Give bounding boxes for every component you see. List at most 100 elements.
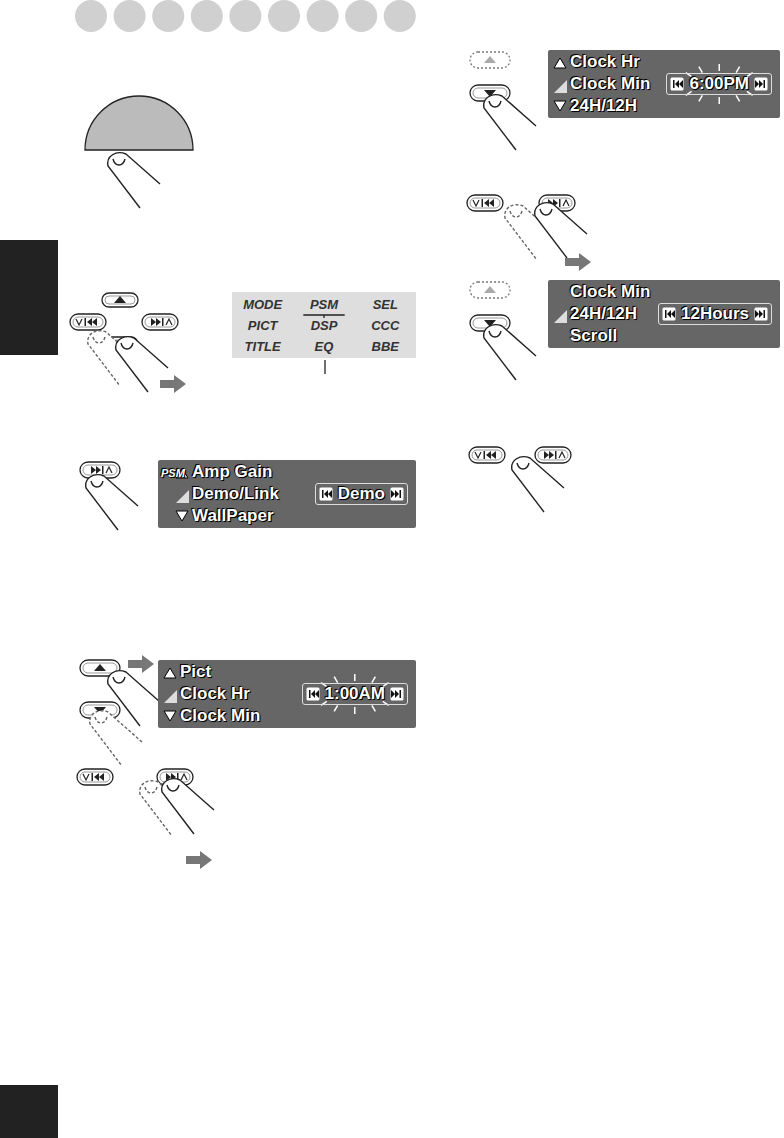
setting-value: 6:00PM	[689, 74, 749, 94]
menu-item: Demo/Link	[192, 484, 279, 504]
button-outline	[467, 195, 503, 211]
scroll-up-mark	[554, 58, 566, 68]
blink-ray	[334, 705, 338, 711]
finger-outline	[108, 153, 160, 208]
page-tab	[0, 1085, 58, 1138]
skip-icon-glyph	[665, 310, 675, 318]
menu-item: BBE	[355, 339, 416, 355]
menu-item: DSP	[293, 318, 354, 334]
blink-ray	[334, 677, 338, 683]
selection-mark	[554, 80, 567, 93]
menu-screen: MODEPSMSELPICTDSPCCCTITLEEQBBE	[232, 292, 416, 358]
blink-ray	[736, 67, 740, 73]
finger-fill	[108, 153, 160, 208]
step-dot	[191, 0, 223, 32]
button-symbol	[76, 319, 82, 325]
blink-ray	[372, 705, 376, 711]
button-symbol	[544, 451, 557, 459]
menu-item: Clock Hr	[570, 52, 640, 72]
finger-outline	[162, 779, 214, 834]
finger	[512, 457, 564, 512]
main-button	[85, 96, 193, 150]
lcd-screen: 1:00AMPictClock HrClock Min	[158, 660, 416, 728]
section-tab	[0, 240, 58, 355]
finger-fill	[484, 325, 536, 380]
menu-item: SEL	[355, 297, 416, 313]
blink-ray	[354, 707, 356, 714]
button-outline	[102, 293, 138, 307]
setting-value: 1:00AM	[325, 684, 385, 704]
button-symbol	[475, 452, 481, 458]
selection-mark	[164, 690, 177, 703]
finger	[484, 325, 536, 380]
menu-item: PSM	[293, 297, 354, 313]
blink-ray	[699, 67, 703, 73]
menu-item: Clock Min	[180, 706, 260, 726]
finger-fill	[162, 779, 214, 834]
skip-icon-bg	[662, 308, 675, 321]
skip-icon	[670, 77, 684, 91]
setting-value: 12Hours	[681, 304, 749, 324]
menu-item: TITLE	[232, 339, 293, 355]
button-inner	[470, 198, 500, 208]
skip-icon-glyph	[391, 490, 401, 498]
skip-icon-bg	[319, 488, 332, 501]
button-symbol	[482, 199, 495, 207]
button-symbol	[85, 318, 98, 326]
button	[470, 52, 510, 68]
finger	[108, 671, 160, 726]
finger-fill	[512, 457, 564, 512]
step-dot	[114, 0, 146, 32]
button-symbol	[181, 774, 187, 780]
mode-badge: PSM	[161, 463, 185, 483]
button-outline	[142, 314, 178, 330]
skip-icon	[319, 487, 333, 501]
step-dot	[229, 0, 261, 32]
finger	[108, 153, 160, 208]
skip-icon-glyph	[309, 690, 319, 698]
button-symbol	[484, 451, 497, 459]
finger	[484, 95, 536, 150]
scroll-down-mark	[176, 511, 188, 521]
button-symbol	[83, 774, 89, 780]
button-outline	[77, 769, 113, 785]
scroll-down-mark	[164, 711, 176, 721]
finger-fill	[535, 203, 587, 258]
skip-icon-bg	[755, 78, 768, 91]
skip-icon-bg	[391, 688, 404, 701]
button-inner	[83, 465, 117, 475]
menu-item: CCC	[355, 318, 416, 334]
button-symbol	[94, 664, 106, 671]
skip-icon	[754, 77, 768, 91]
finger-fill	[484, 95, 536, 150]
blink-ray	[718, 97, 720, 104]
button-outline	[70, 314, 106, 330]
menu-item: Scroll	[570, 326, 617, 346]
skip-icon-glyph	[391, 690, 401, 698]
button-inner	[538, 450, 568, 460]
skip-icon	[306, 687, 320, 701]
button-symbol	[166, 319, 172, 325]
button-symbol	[563, 200, 569, 206]
button	[467, 195, 503, 211]
finger	[162, 779, 214, 834]
blink-ray	[718, 64, 720, 71]
button-inner	[83, 663, 117, 673]
button-symbol	[92, 773, 105, 781]
button-inner	[145, 317, 175, 327]
value-box: 6:00PM	[666, 73, 772, 95]
button-outline	[469, 447, 505, 463]
button-outline	[470, 282, 510, 298]
blink-ray	[736, 95, 740, 101]
button-symbol	[484, 286, 496, 293]
lcd-screen: 12HoursClock Min24H/12HScroll	[548, 280, 780, 348]
button-symbol	[484, 56, 496, 63]
button	[77, 769, 113, 785]
setting-value: Demo	[338, 484, 385, 504]
skip-icon	[390, 487, 404, 501]
blink-ray	[354, 674, 356, 681]
lcd-screen: DemoPSMAmp GainDemo/LinkWallPaper	[158, 460, 416, 528]
motion-arrow	[128, 655, 154, 673]
finger-outline	[484, 95, 536, 150]
